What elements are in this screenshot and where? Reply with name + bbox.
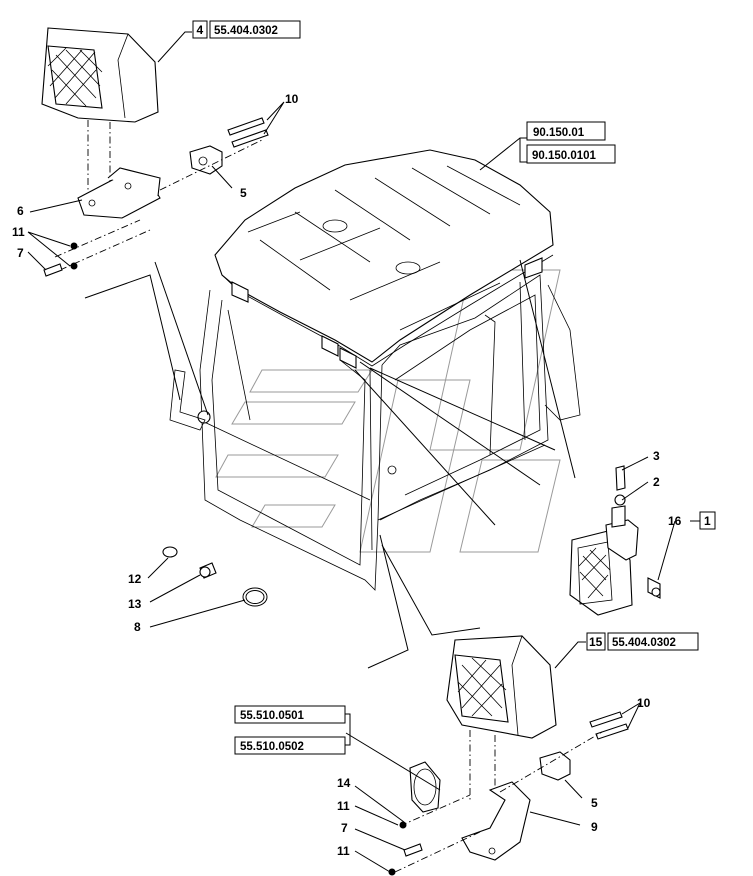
callout-10-top: 10	[285, 92, 299, 106]
callout-11-bottom: 11	[337, 844, 350, 858]
bolts-top	[227, 117, 269, 148]
callout-2: 2	[653, 475, 660, 489]
ref-cab-a: 90.150.01	[533, 127, 585, 139]
callout-12: 12	[128, 572, 142, 586]
callout-14: 14	[337, 776, 351, 790]
callout-numbers: 10 5 6 11 7 3 2 16 12 13 8 10 5 9 14 11 …	[12, 92, 682, 858]
work-light-top	[41, 27, 159, 123]
nuts-bottom	[388, 821, 423, 876]
reference-boxes: 4 55.404.0302 90.150.01 90.150.0101 1 15…	[192, 20, 716, 755]
callout-11-mid: 11	[337, 799, 350, 813]
callout-7-bottom: 7	[341, 821, 348, 835]
callout-6: 6	[17, 204, 24, 218]
mount-bracket-top	[77, 167, 161, 219]
side-work-light	[569, 465, 661, 616]
callout-5-top: 5	[240, 186, 247, 200]
small-parts	[162, 546, 268, 607]
nuts-top	[43, 242, 78, 277]
ref-horn-b: 55.510.0502	[240, 741, 304, 753]
work-light-bottom	[446, 635, 557, 739]
callout-9: 9	[591, 820, 598, 834]
ref-work-light-top: 55.404.0302	[214, 25, 278, 37]
ref-cab-b: 90.150.0101	[532, 150, 597, 162]
callout-15: 15	[589, 635, 603, 649]
callout-11-top: 11	[12, 225, 25, 239]
bolts-bottom	[589, 711, 629, 740]
callout-8: 8	[134, 620, 141, 634]
callout-10-bottom: 10	[637, 696, 651, 710]
horn	[409, 761, 441, 813]
callout-5-bottom: 5	[591, 796, 598, 810]
cab	[169, 149, 581, 591]
callout-13: 13	[128, 597, 142, 611]
callout-7-top: 7	[17, 246, 24, 260]
ref-work-light-bottom: 55.404.0302	[612, 637, 676, 649]
callout-1: 1	[704, 514, 711, 528]
clamp-bottom	[539, 751, 571, 781]
callout-16: 16	[668, 514, 682, 528]
ref-horn-a: 55.510.0501	[240, 710, 305, 722]
clamp-top	[189, 145, 223, 175]
reference-lines	[84, 137, 576, 669]
mount-bracket-bottom	[461, 781, 531, 861]
callout-3: 3	[653, 449, 660, 463]
callout-leaders	[27, 31, 700, 873]
callout-4: 4	[197, 23, 204, 37]
